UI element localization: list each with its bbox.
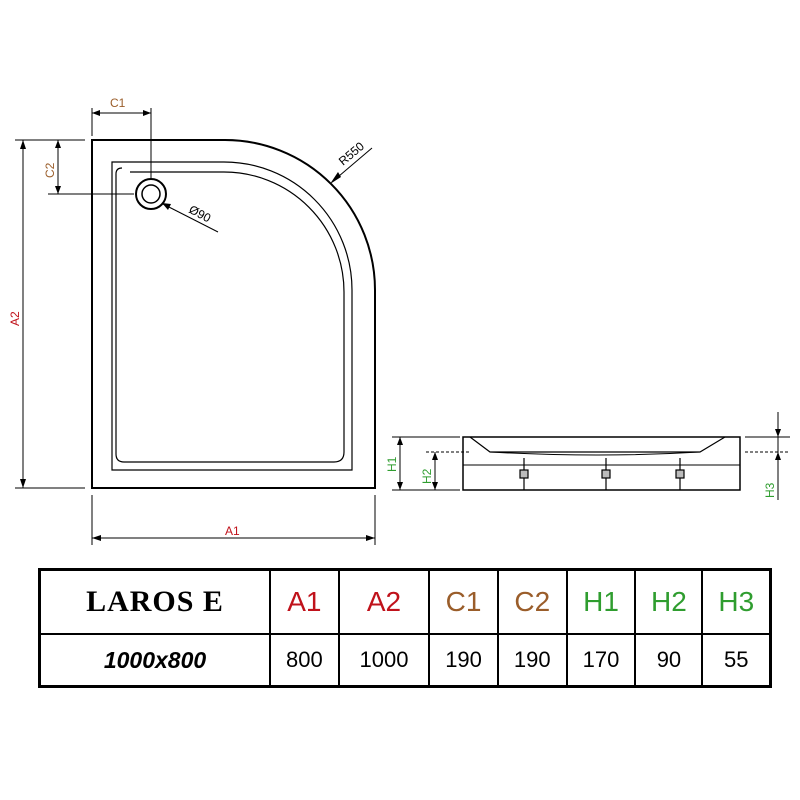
header-a1: A1 bbox=[269, 568, 340, 636]
value-a1: 800 bbox=[269, 633, 340, 688]
header-h2: H2 bbox=[634, 568, 704, 636]
drain-leader bbox=[162, 203, 219, 233]
technical-drawing: A1 A2 C1 C2 R550 Ø90 bbox=[8, 96, 790, 545]
tray-outer-outline bbox=[91, 139, 376, 489]
value-h1: 170 bbox=[565, 633, 637, 688]
h2-label: H2 bbox=[420, 468, 434, 484]
side-top-rim bbox=[462, 436, 741, 491]
side-basin-floor bbox=[489, 451, 701, 456]
header-h3: H3 bbox=[701, 568, 772, 636]
h3-label: H3 bbox=[763, 482, 777, 498]
model-name: LAROS E bbox=[38, 568, 271, 636]
dimension-lines-side bbox=[392, 412, 790, 500]
value-a2: 1000 bbox=[337, 633, 431, 688]
model-size: 1000x800 bbox=[38, 633, 271, 688]
tray-side-view bbox=[462, 436, 741, 491]
value-h2: 90 bbox=[634, 633, 704, 688]
h1-label: H1 bbox=[385, 456, 399, 472]
radius-label: R550 bbox=[336, 139, 367, 168]
spec-header-row: LAROS E A1 A2 C1 C2 H1 H2 H3 bbox=[38, 568, 772, 636]
drain-outer-circle bbox=[135, 178, 167, 210]
tray-top-view bbox=[91, 139, 376, 489]
side-basin-profile bbox=[469, 436, 726, 453]
a1-label: A1 bbox=[225, 524, 240, 538]
value-c1: 190 bbox=[428, 633, 499, 688]
drain-diameter-label: Ø90 bbox=[187, 202, 214, 225]
dimension-lines-top bbox=[15, 108, 376, 545]
value-h3: 55 bbox=[701, 633, 772, 688]
c1-label: C1 bbox=[110, 96, 126, 110]
arrowheads-side bbox=[397, 429, 781, 490]
a2-label: A2 bbox=[8, 311, 22, 326]
drain-inner-circle bbox=[141, 184, 161, 204]
header-c2: C2 bbox=[496, 568, 568, 636]
tray-inner-rim bbox=[111, 161, 353, 471]
c2-label: C2 bbox=[43, 162, 57, 178]
support-legs bbox=[519, 458, 685, 490]
spec-value-row: 1000x800 800 1000 190 190 170 90 55 bbox=[38, 633, 772, 688]
tray-basin-edge bbox=[115, 167, 345, 463]
specification-table: LAROS E A1 A2 C1 C2 H1 H2 H3 1000x800 80… bbox=[38, 568, 772, 688]
arrowheads-top bbox=[20, 110, 375, 541]
header-c1: C1 bbox=[428, 568, 499, 636]
value-c2: 190 bbox=[496, 633, 568, 688]
header-h1: H1 bbox=[565, 568, 637, 636]
header-a2: A2 bbox=[337, 568, 431, 636]
